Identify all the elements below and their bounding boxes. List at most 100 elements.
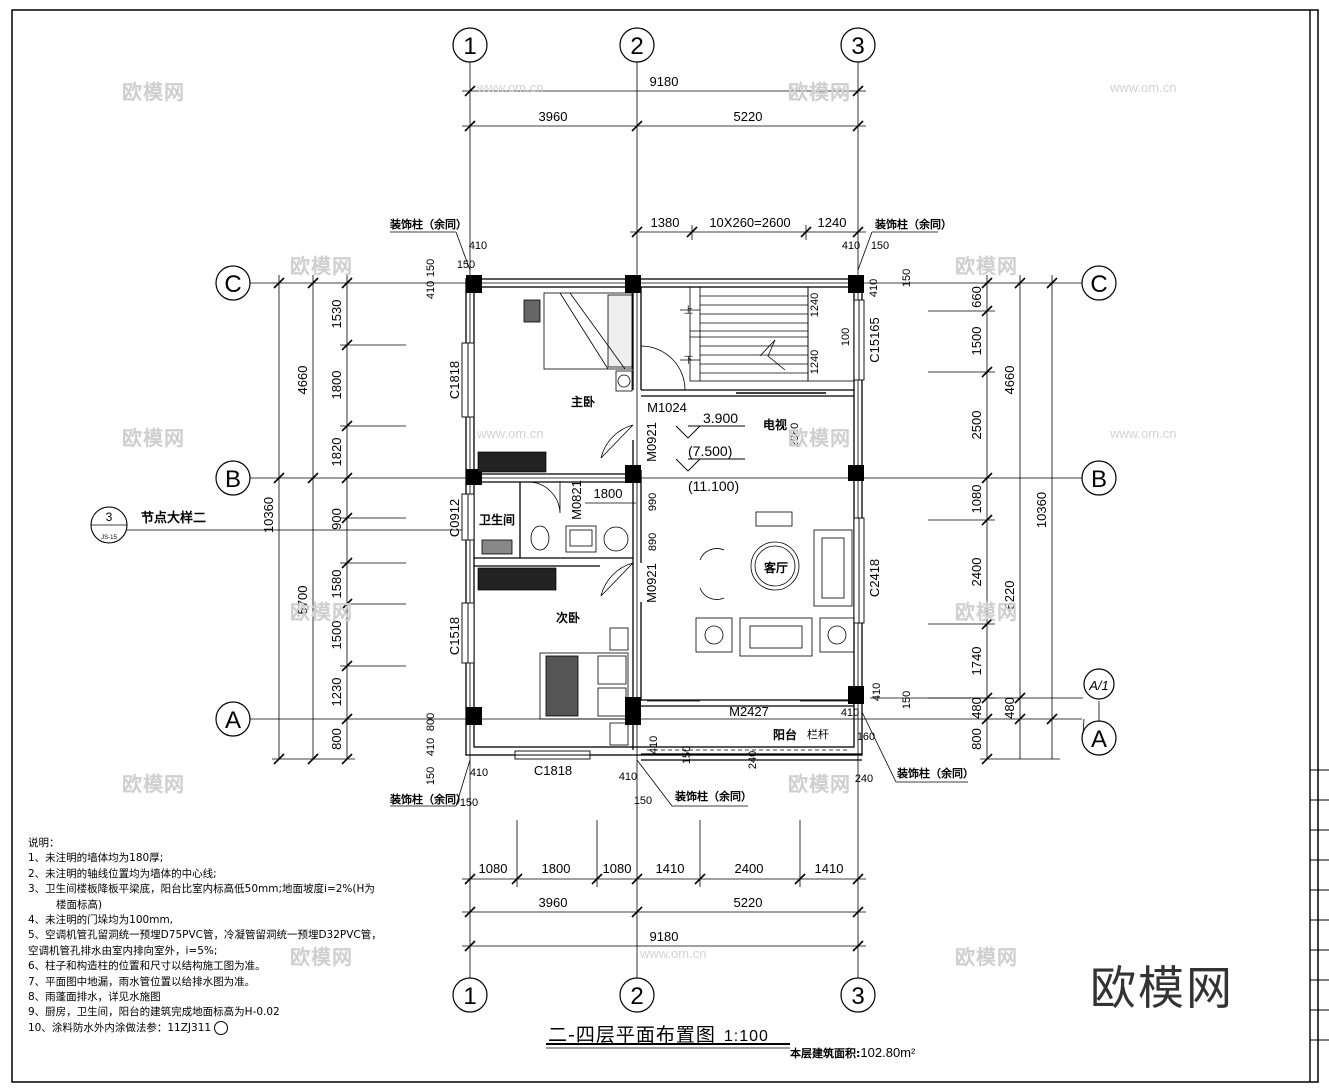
note-8: 8、雨蓬面排水，详见水施图 <box>28 991 161 1004</box>
staircase <box>680 286 855 382</box>
dim-left-1500: 1500 <box>329 621 344 650</box>
window-c2418: C2418 <box>867 559 882 597</box>
dim-left-800: 800 <box>329 728 344 750</box>
room-master-bedroom: 主卧 <box>571 394 595 409</box>
axis-label-b-left: B <box>225 466 241 493</box>
axis-bubble-a-left <box>215 701 251 737</box>
watermark-url: www.om.cn <box>1110 426 1177 441</box>
dim-small-100: 100 <box>840 328 852 346</box>
axis-bubble-b-right <box>1081 460 1117 496</box>
axis-label-3-bottom: 3 <box>851 983 864 1010</box>
axis-label-2-bottom: 2 <box>630 983 643 1010</box>
elevation-3900: 3.900 <box>703 410 738 426</box>
axis-bubble-1-top <box>452 27 488 63</box>
dim-small-240-r: 240 <box>855 773 873 785</box>
room-second-bedroom: 次卧 <box>556 610 580 625</box>
watermark: 欧模网 <box>122 772 185 796</box>
dim-bottom-span-1-2: 3960 <box>539 895 568 910</box>
bathroom-fixtures <box>481 525 629 555</box>
watermark: 欧模网 <box>788 772 851 796</box>
design-notes: 说明： 1、未注明的墙体均为180厚; 2、未注明的轴线位置均为墙体的中心线; … <box>28 836 468 1036</box>
dim-small-990: 990 <box>647 493 659 511</box>
dim-left-total: 10360 <box>261 497 276 533</box>
dim-left-1820: 1820 <box>329 438 344 467</box>
note-10-text: 10、涂料防水外内涂做法参：11ZJ311 <box>28 1021 212 1034</box>
dim-small-410-bal: 410 <box>648 736 660 754</box>
axis-label-b-right: B <box>1091 466 1107 493</box>
note-6: 6、柱子和构造柱的位置和尺寸以结构施工图为准。 <box>28 960 266 973</box>
note-4: 4、未注明的门垛均为100mm, <box>28 914 174 927</box>
note-10: 10、涂料防水外内涂做法参：11ZJ311 <box>28 1020 468 1036</box>
watermark: 欧模网 <box>788 80 851 104</box>
dim-left-1230: 1230 <box>329 678 344 707</box>
dim-right-1500: 1500 <box>969 327 984 356</box>
dim-stair-1240b: 1240 <box>809 350 821 374</box>
stair-down-label: 下 <box>684 356 693 366</box>
watermark-url: www.om.cn <box>1110 80 1177 95</box>
dim-small-410-bl: 410 <box>425 738 437 756</box>
tv-label: 电视 <box>763 417 787 432</box>
dim-bottom-5: 2400 <box>735 861 764 876</box>
dim-small-410-b2: 410 <box>619 771 637 783</box>
dim-small-150-trv: 150 <box>901 269 913 287</box>
axis-label-1-bottom: 1 <box>463 983 476 1010</box>
dim-small-150-bl: 150 <box>425 767 437 785</box>
dim-small-890: 890 <box>647 533 659 551</box>
note-3: 3、卫生间楼板降板平梁底，阳台比室内标高低50mm;地面坡度i=2%(H为 <box>28 883 375 896</box>
floor-area-label: 本层建筑面积: <box>790 1047 861 1060</box>
deco-column-label-tl: 装饰柱（余同） <box>389 217 467 231</box>
note-9: 9、厨房，卫生间，阳台的建筑完成地面标高为H-0.02 <box>28 1006 280 1019</box>
dim-right-480b: 480 <box>1002 697 1017 719</box>
node-detail-number: 3 <box>106 510 113 524</box>
deco-column-label-tr: 装饰柱（余同） <box>874 217 952 231</box>
notes-heading: 说明： <box>28 837 60 849</box>
note-5-continued: 空调机管孔排水由室内排向室外，i=5%; <box>28 944 218 957</box>
elevation-11100: (11.100) <box>688 478 739 494</box>
sheet-frame <box>11 9 1319 1083</box>
watermark: 欧模网 <box>955 945 1018 969</box>
deco-column-leaders <box>390 231 968 807</box>
door-m2427: M2427 <box>729 704 769 719</box>
dim-right-upper: 4660 <box>1002 366 1017 395</box>
axis-label-1-top: 1 <box>463 33 476 60</box>
dim-right-total: 10360 <box>1034 492 1049 528</box>
note-3-continued: 楼面标高) <box>56 898 103 911</box>
axis-label-c-left: C <box>224 271 241 298</box>
dimension-lines <box>126 90 1060 947</box>
dim-small-410-tlv: 410 <box>425 281 437 299</box>
dim-small-150-tr: 150 <box>871 240 889 252</box>
window-c1818-left: C1818 <box>447 361 462 399</box>
dim-stair-steps: 10X260=2600 <box>709 215 790 230</box>
dim-left-1530: 1530 <box>329 300 344 329</box>
stair-up-label: 上 <box>684 305 693 316</box>
watermark: 欧模网 <box>122 426 185 450</box>
drawing-scale: 1:100 <box>723 1028 769 1045</box>
dim-right-2500: 2500 <box>969 411 984 440</box>
dim-right-1080: 1080 <box>969 485 984 514</box>
window-c0912: C0912 <box>447 499 462 537</box>
room-bathroom: 卫生间 <box>479 512 515 527</box>
floor-area-value: 102.80m² <box>860 1045 916 1060</box>
dim-small-410-tl: 410 <box>469 240 487 252</box>
dim-right-480a: 480 <box>969 697 984 719</box>
dim-small-150-b1: 150 <box>460 797 478 809</box>
room-living: 客厅 <box>763 560 788 575</box>
dim-bottom-2: 1800 <box>542 861 571 876</box>
node-detail-label: 节点大样二 <box>141 510 206 526</box>
axis-label-2-top: 2 <box>630 33 643 60</box>
dim-stair-1240a: 1240 <box>809 293 821 317</box>
columns <box>466 275 864 725</box>
dim-bottom-6: 1410 <box>815 861 844 876</box>
room-balcony: 阳台 <box>773 727 797 742</box>
dim-left-lower: 5700 <box>295 586 310 615</box>
elevation-markers <box>675 425 745 472</box>
axis-bubble-b-left <box>215 460 251 496</box>
watermark-url: www.om.cn <box>477 426 544 441</box>
master-bed <box>523 292 633 392</box>
dim-small-410-b1: 410 <box>470 767 488 779</box>
watermark: 欧模网 <box>955 254 1018 278</box>
axis-bubble-3-bottom <box>840 977 876 1013</box>
dim-stair-right: 1240 <box>818 215 847 230</box>
axis-label-sub-a1: A/1 <box>1088 678 1109 693</box>
